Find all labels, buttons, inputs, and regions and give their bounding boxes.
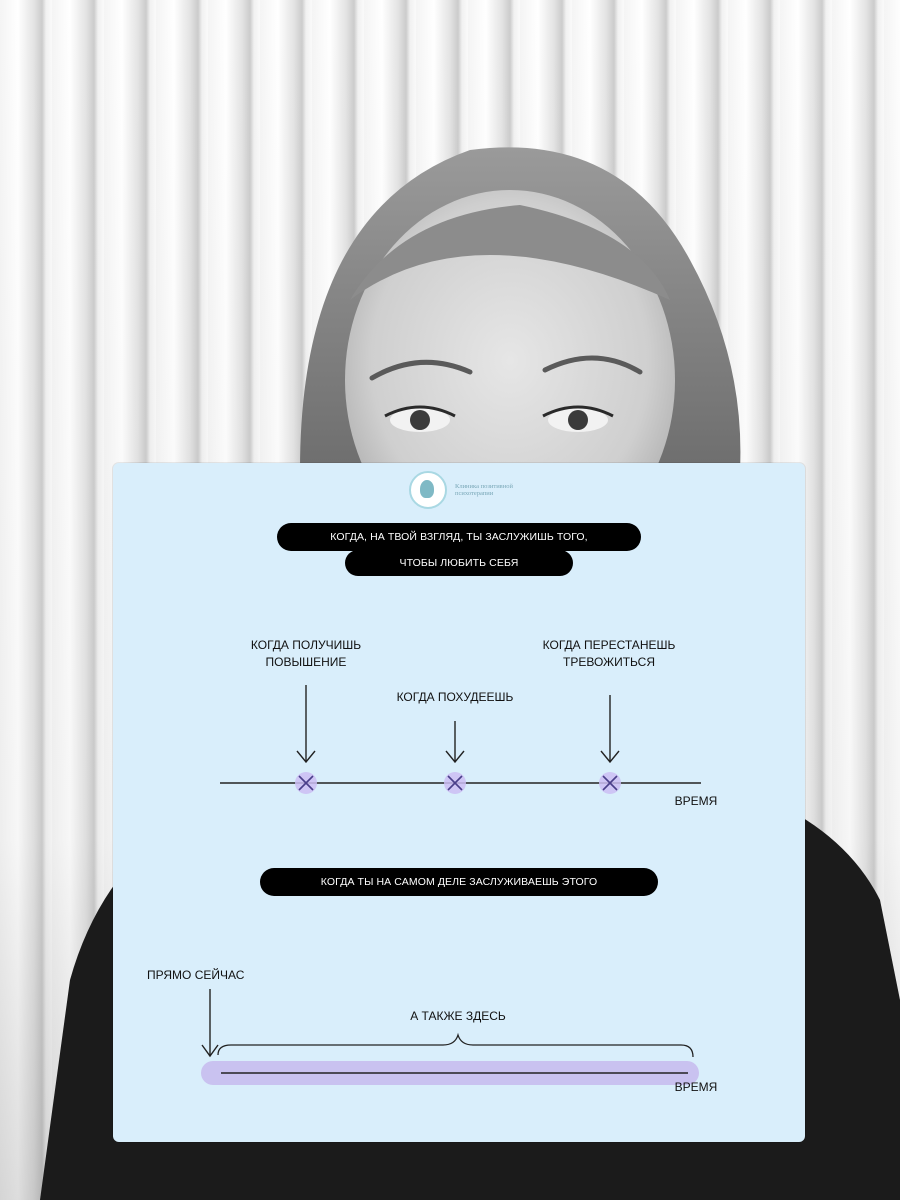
top-axis-label: ВРЕМЯ <box>674 794 718 808</box>
bottom-axis-label: ВРЕМЯ <box>674 1080 718 1094</box>
clinic-logo-icon <box>409 471 447 509</box>
bottom-heading: КОГДА ТЫ НА САМОМ ДЕЛЕ ЗАСЛУЖИВАЕШЬ ЭТОГ… <box>260 868 658 896</box>
infographic-card: Клиника позитивной психотерапии КОГДА, Н… <box>113 463 805 1142</box>
now-label: ПРЯМО СЕЙЧАС <box>147 968 245 982</box>
top-heading-line1: КОГДА, НА ТВОЙ ВЗГЛЯД, ТЫ ЗАСЛУЖИШЬ ТОГО… <box>277 523 641 551</box>
eyebrow-right <box>542 355 643 375</box>
marker-label-weight-loss: КОГДА ПОХУДЕЕШЬ <box>396 690 514 704</box>
clinic-logo-text: Клиника позитивной психотерапии <box>455 482 513 498</box>
now-arrow <box>201 1044 219 1058</box>
marker-stop-worrying <box>599 695 621 794</box>
marker-promotion <box>295 685 317 794</box>
range-brace <box>217 1032 694 1058</box>
marker-label-stop-worrying: КОГДА ПЕРЕСТАНЕШЬ ТРЕВОЖИТЬСЯ <box>542 638 676 669</box>
range-label: А ТАКЖЕ ЗДЕСЬ <box>410 1009 506 1023</box>
top-heading-line2: ЧТОБЫ ЛЮБИТЬ СЕБЯ <box>345 550 573 576</box>
clinic-logo: Клиника позитивной психотерапии <box>409 469 525 511</box>
marker-label-promotion: КОГДА ПОЛУЧИШЬ ПОВЫШЕНИЕ <box>250 638 362 669</box>
eyebrow-left <box>369 359 473 381</box>
timeline-diagram <box>201 685 701 1085</box>
marker-weight-loss <box>444 721 466 794</box>
